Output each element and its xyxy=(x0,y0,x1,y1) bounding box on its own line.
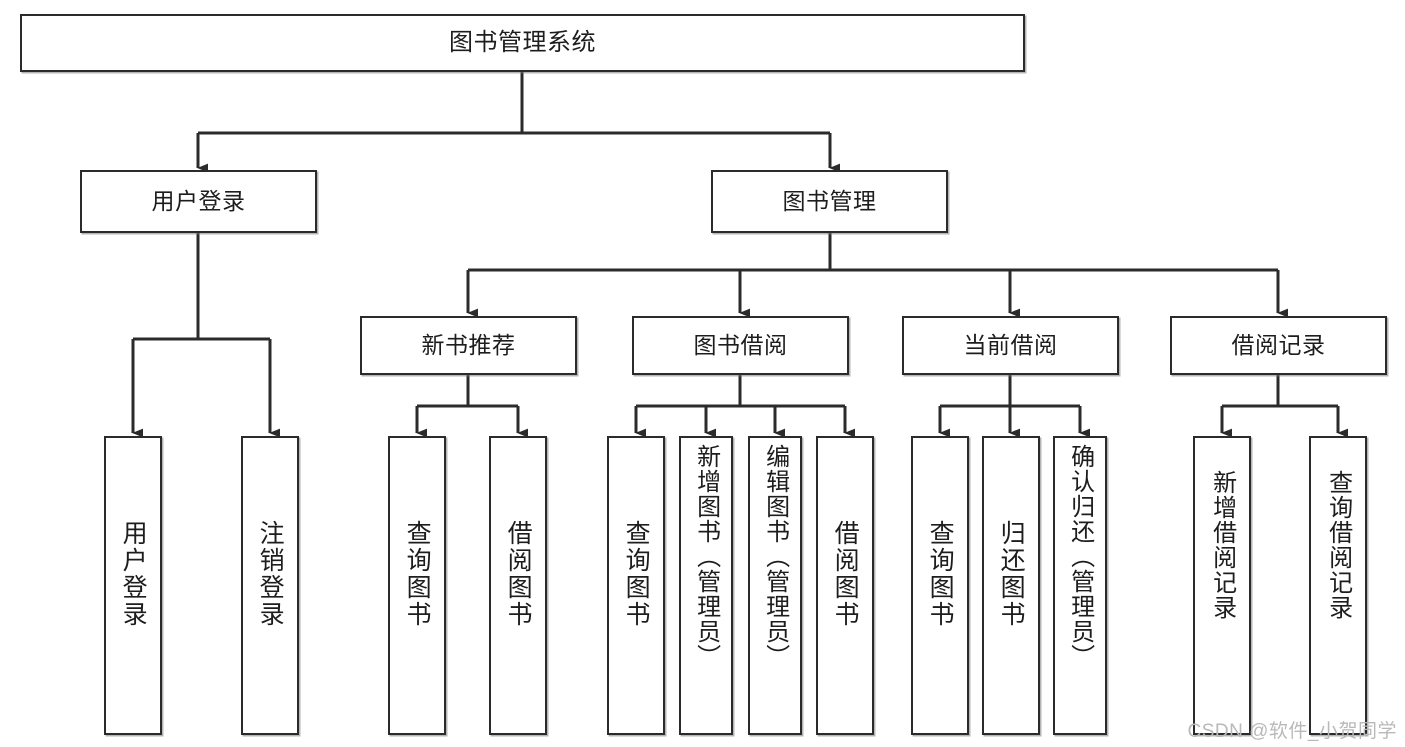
node-book-management[interactable]: 图书管理 xyxy=(711,170,948,233)
leaf-add-borrow-record[interactable]: 新增借阅记录 xyxy=(1193,436,1251,735)
leaf-logout[interactable]: 注销登录 xyxy=(241,436,299,735)
leaf-borrow-book-newbook[interactable]: 借阅图书 xyxy=(489,436,547,735)
leaf-edit-book-admin[interactable]: 编辑图书（管理员） xyxy=(748,436,802,735)
node-user-login[interactable]: 用户登录 xyxy=(80,170,317,233)
node-label: 借阅图书 xyxy=(831,520,860,628)
leaf-query-borrow-record[interactable]: 查询借阅记录 xyxy=(1309,436,1367,735)
node-label: 编辑图书（管理员） xyxy=(761,444,789,669)
node-label: 查询图书 xyxy=(926,520,955,628)
watermark: CSDN @软件_小贺同学 xyxy=(1187,721,1397,742)
node-label: 当前借阅 xyxy=(963,331,1058,358)
leaf-query-book-current[interactable]: 查询图书 xyxy=(911,436,969,735)
leaf-confirm-return-admin[interactable]: 确认归还（管理员） xyxy=(1053,436,1107,735)
node-current-borrow[interactable]: 当前借阅 xyxy=(902,316,1119,375)
node-label: 新增借阅记录 xyxy=(1208,470,1236,620)
node-book-borrow[interactable]: 图书借阅 xyxy=(632,316,849,375)
node-label: 借阅记录 xyxy=(1231,331,1326,358)
leaf-query-book-newbook[interactable]: 查询图书 xyxy=(388,436,446,735)
node-label: 新增图书（管理员） xyxy=(692,444,720,669)
node-borrow-records[interactable]: 借阅记录 xyxy=(1170,316,1387,375)
leaf-add-book-admin[interactable]: 新增图书（管理员） xyxy=(679,436,733,735)
node-label: 新书推荐 xyxy=(421,331,516,358)
node-label: 图书借阅 xyxy=(693,331,788,358)
node-label: 查询借阅记录 xyxy=(1324,470,1352,620)
leaf-query-book-borrow[interactable]: 查询图书 xyxy=(607,436,665,735)
node-label: 借阅图书 xyxy=(504,520,533,628)
node-label: 确认归还（管理员） xyxy=(1066,444,1094,669)
node-label: 归还图书 xyxy=(997,520,1026,628)
leaf-return-book[interactable]: 归还图书 xyxy=(982,436,1040,735)
node-label: 用户登录 xyxy=(119,520,148,628)
node-label: 用户登录 xyxy=(151,187,246,214)
node-root-system[interactable]: 图书管理系统 xyxy=(20,14,1025,72)
node-label: 注销登录 xyxy=(256,520,285,628)
leaf-borrow-book[interactable]: 借阅图书 xyxy=(816,436,874,735)
node-label: 查询图书 xyxy=(403,520,432,628)
node-label: 查询图书 xyxy=(622,520,651,628)
node-label: 图书管理 xyxy=(782,187,877,214)
node-label: 图书管理系统 xyxy=(449,28,596,56)
node-new-book-recommend[interactable]: 新书推荐 xyxy=(360,316,577,375)
leaf-user-login[interactable]: 用户登录 xyxy=(104,436,162,735)
